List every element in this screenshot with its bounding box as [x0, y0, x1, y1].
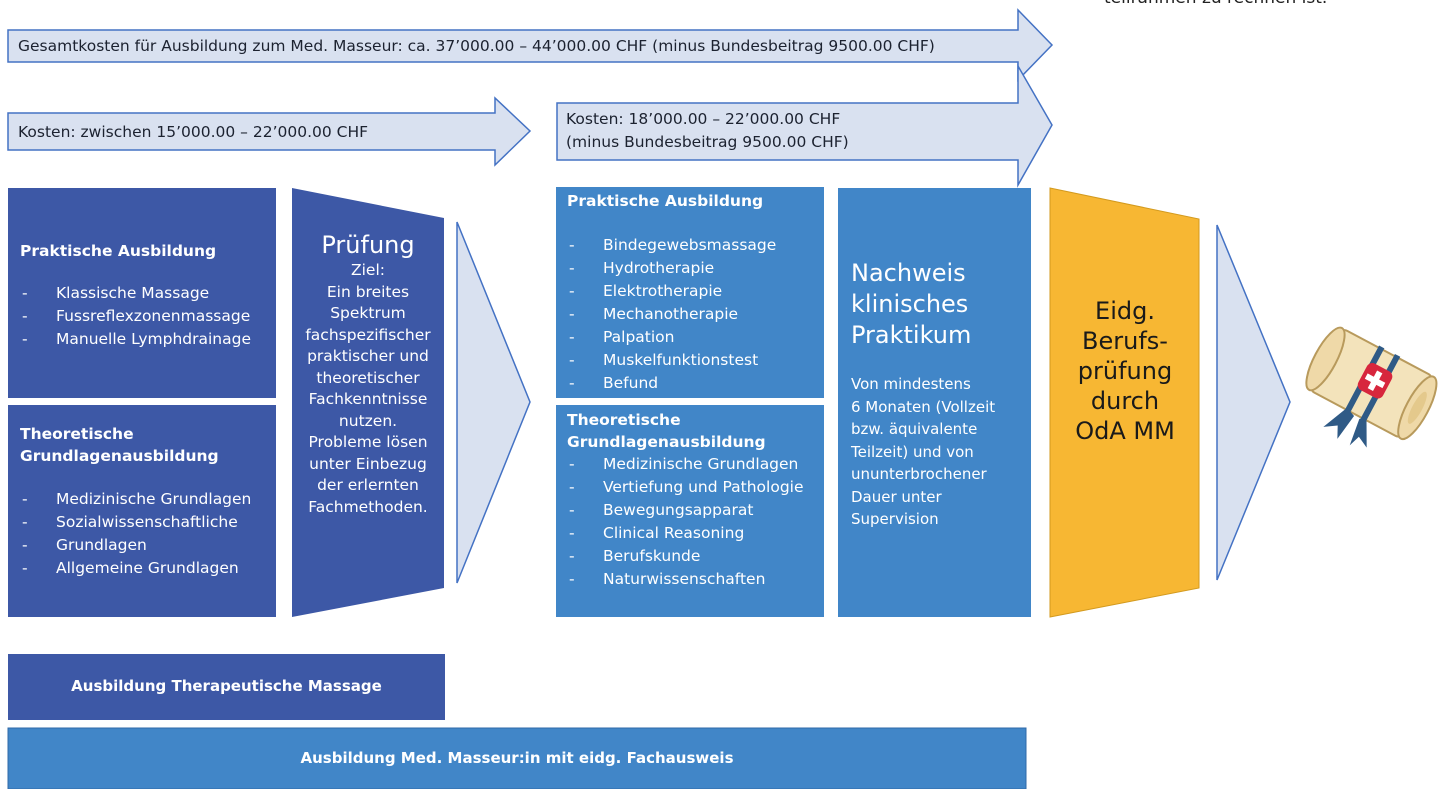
right-theory-title-1: Theoretische: [567, 411, 681, 429]
exam-line: Ein breites: [326, 282, 410, 301]
medical-bar: [7, 727, 1027, 789]
left-practical-list: Klassische Massage Fussreflexzonenmassag…: [20, 282, 270, 351]
federal-exam-line: OdA MM: [1075, 417, 1175, 445]
clinical-body-line: bzw. äquivalente: [851, 420, 978, 438]
clinical-content: Nachweis klinisches Praktikum Von mindes…: [851, 258, 1029, 531]
list-item: Vertiefung und Pathologie: [567, 476, 822, 499]
left-theory-list: Medizinische Grundlagen Sozialwissenscha…: [20, 488, 270, 580]
list-item: Bindegewebsmassage: [567, 234, 822, 257]
cost-left-text: Kosten: zwischen 15’000.00 – 22’000.00 C…: [18, 123, 369, 141]
list-item: Muskelfunktionstest: [567, 349, 822, 372]
list-item: Allgemeine Grundlagen: [20, 557, 270, 580]
exam-line: nutzen.: [338, 411, 398, 430]
list-item: Elektrotherapie: [567, 280, 822, 303]
exam-line: Fachmethoden.: [308, 497, 428, 516]
medical-bar-label: Ausbildung Med. Masseur:in mit eidg. Fac…: [300, 749, 734, 767]
clinical-body-line: Von mindestens: [851, 375, 971, 393]
chevron-1: [456, 221, 531, 584]
federal-exam-line: Berufs-: [1082, 327, 1168, 355]
list-item: Hydrotherapie: [567, 257, 822, 280]
exam-body: Ziel: Ein breites Spektrum fachspezifisc…: [292, 260, 444, 518]
list-item-continuation: Grundlagen: [56, 536, 147, 554]
list-item: Palpation: [567, 326, 822, 349]
list-item: Befund: [567, 372, 822, 395]
cost-right-line1: Kosten: 18’000.00 – 22’000.00 CHF: [566, 110, 841, 128]
clinical-title-line: klinisches: [851, 290, 969, 318]
clinical-body: Von mindestens 6 Monaten (Vollzeit bzw. …: [851, 373, 1029, 531]
right-practical-content: Praktische Ausbildung Bindegewebsmassage…: [567, 190, 822, 395]
list-item: Sozialwissenschaftliche: [20, 511, 270, 534]
exam-line: der erlernten: [317, 476, 419, 494]
list-item: Medizinische Grundlagen: [567, 453, 822, 476]
list-item: Mechanotherapie: [567, 303, 822, 326]
clinical-body-line: Teilzeit) und von: [851, 442, 974, 461]
right-practical-title: Praktische Ausbildung: [567, 192, 764, 210]
federal-exam-shape: [1049, 187, 1200, 618]
exam-line: theoretischer: [316, 368, 420, 387]
exam-line: Spektrum: [330, 304, 406, 322]
right-practical-list: Bindegewebsmassage Hydrotherapie Elektro…: [567, 234, 822, 395]
exam-line: praktischer und: [307, 347, 429, 365]
diploma-scroll-icon: [1305, 326, 1438, 448]
exam-line: Probleme lösen: [308, 433, 428, 451]
cost-right-arrow: [556, 63, 1053, 188]
exam-title: Prüfung: [321, 231, 415, 259]
right-theory-title-2: Grundlagenausbildung: [567, 433, 766, 451]
left-theory-title-1: Theoretische: [20, 425, 134, 443]
clinical-title-line: Nachweis: [851, 259, 966, 287]
exam-content: Prüfung Ziel: Ein breites Spektrum fachs…: [292, 230, 444, 518]
top-note: teilrahmen zu rechnen ist.: [1104, 0, 1327, 8]
right-theory-list: Medizinische Grundlagen Vertiefung und P…: [567, 453, 822, 591]
federal-exam-content: Eidg. Berufs- prüfung durch OdA MM: [1050, 296, 1200, 446]
cost-right-line2: (minus Bundesbeitrag 9500.00 CHF): [566, 133, 849, 151]
list-item: Fussreflexzonenmassage: [20, 305, 270, 328]
clinical-body-line: ununterbrochener: [851, 465, 987, 483]
cost-left-arrow: [7, 96, 532, 167]
list-item-continuation: Vertiefung und Pathologie: [603, 478, 804, 496]
chevron-2: [1216, 224, 1291, 581]
exam-line: fachspezifischer: [305, 325, 431, 344]
federal-exam-line: prüfung: [1077, 357, 1173, 385]
exam-shape: [292, 188, 444, 617]
left-practical-content: Praktische Ausbildung Klassische Massage…: [20, 240, 270, 351]
list-item: Manuelle Lymphdrainage: [20, 328, 270, 351]
list-item: Bewegungsapparat: [567, 499, 822, 522]
left-theory-content: Theoretische Grundlagenausbildung Medizi…: [20, 423, 270, 580]
federal-exam-line: Eidg.: [1095, 297, 1155, 325]
list-item: Berufskunde: [567, 545, 822, 568]
therapeutic-bar-label: Ausbildung Therapeutische Massage: [71, 677, 382, 695]
clinical-body-line: Dauer unter: [851, 487, 942, 506]
left-practical-title: Praktische Ausbildung: [20, 242, 217, 260]
list-item: Medizinische Grundlagen: [20, 488, 270, 511]
clinical-title: Nachweis klinisches Praktikum: [851, 258, 1029, 351]
left-theory-title-2: Grundlagenausbildung: [20, 447, 219, 465]
federal-exam-line: durch: [1090, 387, 1160, 415]
list-item: Clinical Reasoning: [567, 522, 822, 545]
clinical-box: [838, 188, 1031, 617]
total-cost-arrow: [7, 8, 1054, 82]
clinical-body-line: Supervision: [851, 510, 939, 528]
exam-line: Fachkenntnisse: [308, 390, 428, 408]
exam-line: unter Einbezug: [309, 454, 427, 473]
list-item: Grundlagen: [20, 534, 270, 557]
exam-line: Ziel:: [351, 261, 385, 279]
list-item: Klassische Massage: [20, 282, 270, 305]
therapeutic-bar: [8, 654, 445, 720]
right-theory-content: Theoretische Grundlagenausbildung Medizi…: [567, 409, 822, 591]
clinical-title-line: Praktikum: [851, 321, 972, 349]
list-item: Naturwissenschaften: [567, 568, 822, 591]
clinical-body-line: 6 Monaten (Vollzeit: [851, 397, 996, 416]
total-cost-text: Gesamtkosten für Ausbildung zum Med. Mas…: [18, 37, 935, 55]
